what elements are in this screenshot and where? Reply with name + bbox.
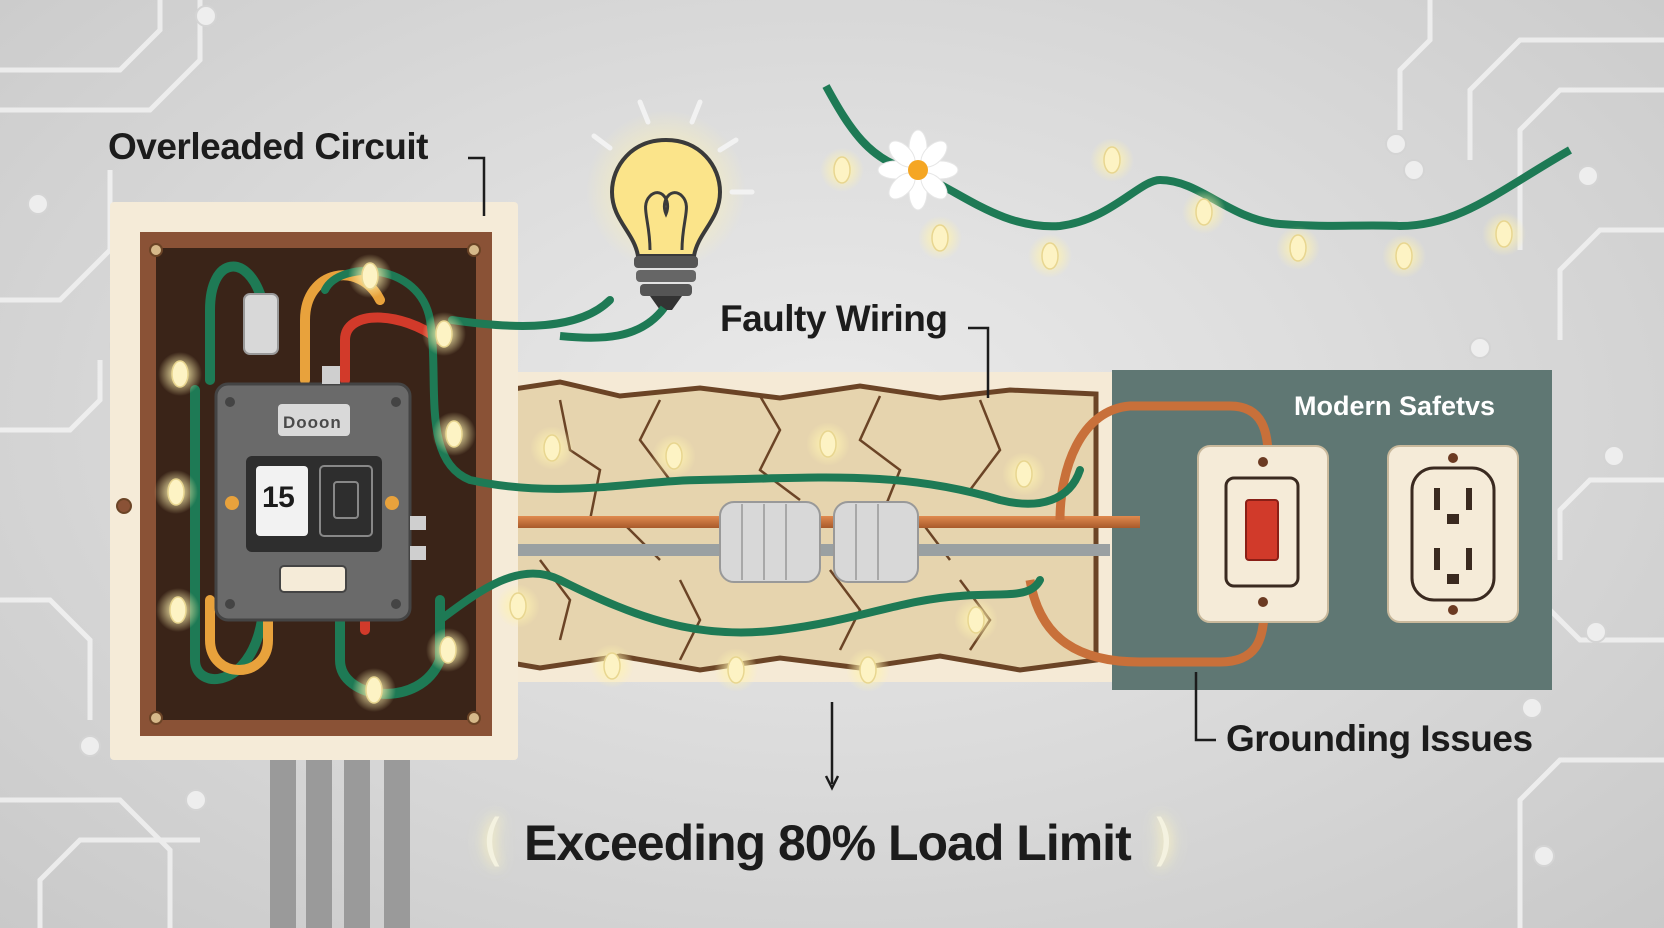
grounding-issues-label: Grounding Issues (1226, 718, 1533, 759)
faulty-wiring-label: Faulty Wiring (720, 298, 948, 339)
conduit-pipes (270, 760, 410, 928)
overloaded-circuit-label: Overleaded Circuit (108, 126, 429, 167)
leader-lines (468, 156, 1216, 791)
light-bulb-icon (586, 99, 755, 310)
circuit-breaker-icon (214, 366, 426, 622)
bulb-cord (559, 305, 668, 342)
breaker-rating-label: 15 (262, 481, 295, 514)
wire-connector (719, 501, 919, 583)
panel-name-label: Dooon (283, 413, 342, 432)
left-glow-bracket: ( (482, 808, 504, 873)
power-outlet-icon (1387, 445, 1519, 623)
right-glow-bracket: ) (1152, 808, 1174, 873)
load-limit-label: Exceeding 80% Load Limit (524, 815, 1132, 871)
light-switch-icon (1197, 445, 1329, 623)
wire-insulator (243, 293, 279, 355)
modern-safety-label: Modern Safetvs (1294, 391, 1496, 421)
daisy-flower-icon (877, 129, 959, 211)
